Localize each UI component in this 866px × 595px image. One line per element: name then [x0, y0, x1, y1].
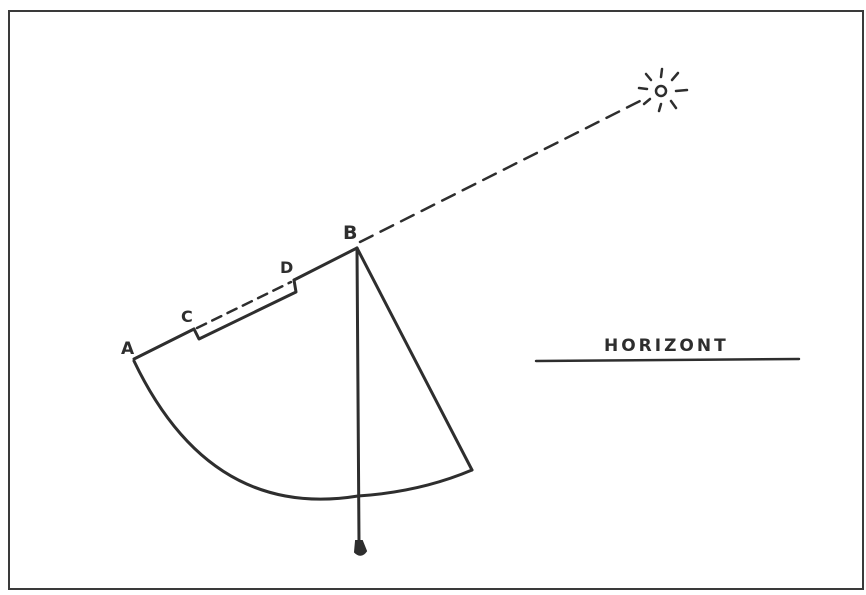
sight-vane: [192, 278, 298, 341]
frame-border: [8, 10, 864, 590]
sight-line-c-d: [195, 280, 293, 330]
label-point-c: C: [181, 307, 193, 326]
quadrant-edge-a-c: [132, 327, 196, 361]
quadrant-arc: [132, 359, 474, 501]
label-point-a: A: [121, 339, 135, 359]
sun-icon: [637, 67, 689, 113]
sight-line-to-sun: [358, 99, 642, 244]
horizon-line: [534, 357, 801, 363]
label-point-b: B: [343, 222, 357, 244]
quadrant-edge-b-right: [355, 246, 474, 472]
quadrant-edge-d-b: [292, 246, 359, 282]
horizon-label: HORIZONT: [604, 336, 729, 356]
plumb-bob-icon: [353, 540, 368, 556]
label-point-d: D: [280, 258, 293, 277]
plumb-line: [355, 246, 361, 544]
